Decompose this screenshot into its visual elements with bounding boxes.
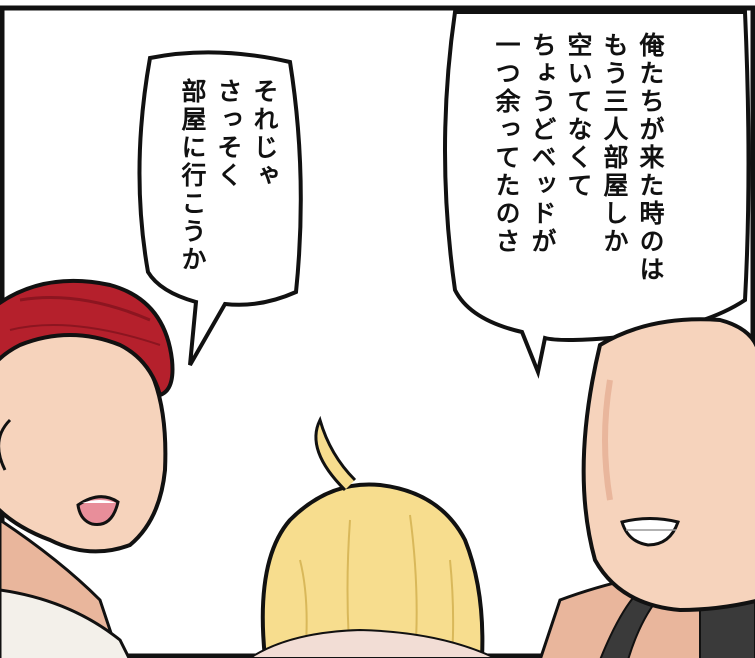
left-character-ear	[0, 418, 12, 471]
center-character-collar	[248, 628, 496, 658]
left-character-shirt	[0, 588, 131, 658]
center-character-hair	[260, 482, 485, 658]
speech-bubble-left	[137, 50, 303, 366]
left-character-mouth	[76, 495, 120, 527]
red-bandana	[0, 278, 175, 398]
right-character-mouth	[620, 517, 680, 547]
speech-text-right: 俺たちが来た時のは もう三人部屋しか 空いてなくて ちょうどベッドが 一つ余って…	[492, 32, 665, 284]
speech-text-left: それじゃ さっそく 部屋に行こうか	[178, 78, 279, 274]
speech-bubble-right	[443, 10, 751, 379]
center-character-ahoge	[314, 415, 357, 492]
right-character-face	[581, 317, 755, 613]
